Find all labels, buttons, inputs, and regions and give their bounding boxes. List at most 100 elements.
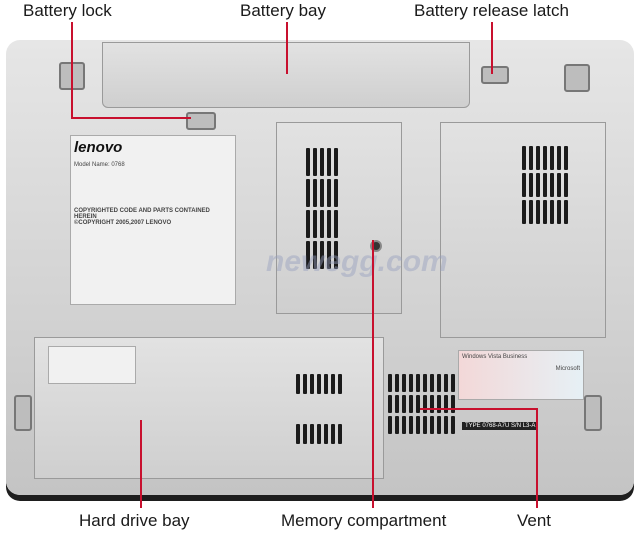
vent-slot xyxy=(416,374,420,392)
vent-slot xyxy=(529,146,533,170)
vent-slot xyxy=(437,416,441,434)
windows-coa-sticker: Windows Vista Business Microsoft xyxy=(458,350,584,400)
label-memory-compartment: Memory compartment xyxy=(281,511,447,530)
vent-slot xyxy=(522,173,526,197)
vent-slot xyxy=(320,210,324,238)
vent-slot xyxy=(306,148,310,176)
vent-slot xyxy=(529,173,533,197)
vent-slot xyxy=(430,374,434,392)
vent-slot xyxy=(416,416,420,434)
right-panel-vent xyxy=(522,146,568,224)
hdd-sticker xyxy=(48,346,136,384)
vent-slot xyxy=(334,241,338,269)
main-vent xyxy=(388,374,455,434)
vent-slot xyxy=(338,424,342,444)
vent-slot xyxy=(543,173,547,197)
vent-slot xyxy=(451,416,455,434)
vent-slot xyxy=(437,374,441,392)
vent-slot xyxy=(522,200,526,224)
pointer-hard-drive-bay xyxy=(140,420,142,508)
vent-slot xyxy=(430,395,434,413)
windows-vendor: Microsoft xyxy=(555,366,580,372)
vent-slot xyxy=(557,146,561,170)
sticker-copyright: COPYRIGHTED CODE AND PARTS CONTAINED HER… xyxy=(74,208,210,220)
vent-slot xyxy=(543,146,547,170)
lenovo-logo: lenovo xyxy=(74,139,123,156)
vent-slot xyxy=(334,148,338,176)
laptop-underside: lenovo Model Name: 0768 COPYRIGHTED CODE… xyxy=(6,40,634,495)
vent-slot xyxy=(313,210,317,238)
vent-slot xyxy=(310,424,314,444)
vent-slot xyxy=(444,395,448,413)
rubber-foot xyxy=(584,395,602,431)
vent-slot xyxy=(303,424,307,444)
label-vent: Vent xyxy=(517,511,552,530)
vent-slot xyxy=(395,374,399,392)
vent-slot xyxy=(306,210,310,238)
vent-slot xyxy=(303,374,307,394)
vent-slot xyxy=(543,200,547,224)
vent-slot xyxy=(564,200,568,224)
vent-slot xyxy=(409,374,413,392)
vent-slot xyxy=(564,173,568,197)
rubber-foot xyxy=(14,395,32,431)
vent-slot xyxy=(557,200,561,224)
vent-slot xyxy=(320,148,324,176)
vent-slot xyxy=(444,416,448,434)
vent-slot xyxy=(327,210,331,238)
vent-slot xyxy=(550,200,554,224)
vent-slot xyxy=(388,374,392,392)
vent-slot xyxy=(327,148,331,176)
vent-slot xyxy=(564,146,568,170)
vent-slot xyxy=(296,424,300,444)
vent-slot xyxy=(550,146,554,170)
memory-compartment-panel xyxy=(276,122,402,314)
vent-slot xyxy=(430,416,434,434)
vent-slot xyxy=(437,395,441,413)
vent-slot xyxy=(402,416,406,434)
vent-slot xyxy=(324,424,328,444)
vent-slot xyxy=(313,241,317,269)
vent-slot xyxy=(388,395,392,413)
vent-slot xyxy=(557,173,561,197)
label-hard-drive-bay: Hard drive bay xyxy=(79,511,190,530)
newegg-watermark: newegg.com xyxy=(266,245,448,278)
label-battery-bay: Battery bay xyxy=(240,1,326,20)
vent-slot xyxy=(409,416,413,434)
vent-slot xyxy=(313,179,317,207)
pointer-battery-release-latch xyxy=(491,22,493,74)
battery-lock-switch[interactable] xyxy=(186,112,216,130)
pointer-battery-lock xyxy=(71,22,73,117)
vent-slot xyxy=(334,179,338,207)
vent-slot xyxy=(402,374,406,392)
vent-slot xyxy=(536,200,540,224)
hdd-vent xyxy=(296,374,342,444)
vent-slot xyxy=(306,241,310,269)
vent-slot xyxy=(331,374,335,394)
vent-slot xyxy=(529,200,533,224)
vent-slot xyxy=(536,173,540,197)
vent-slot xyxy=(310,374,314,394)
battery-release-latch-switch[interactable] xyxy=(481,66,509,84)
pointer-vent-h xyxy=(420,408,537,410)
vent-slot xyxy=(317,374,321,394)
label-battery-release-latch: Battery release latch xyxy=(414,1,569,20)
vent-slot xyxy=(327,241,331,269)
vent-slot xyxy=(334,210,338,238)
vent-slot xyxy=(338,374,342,394)
pointer-battery-bay xyxy=(286,22,288,74)
vent-slot xyxy=(395,395,399,413)
vent-slot xyxy=(317,424,321,444)
type-label: TYPE 0768-A7U S/N L3-A xyxy=(462,422,539,430)
vent-slot xyxy=(306,179,310,207)
vent-slot xyxy=(395,416,399,434)
vent-slot xyxy=(327,179,331,207)
vent-slot xyxy=(423,416,427,434)
vent-slot xyxy=(409,395,413,413)
vent-slot xyxy=(296,374,300,394)
vent-slot xyxy=(331,424,335,444)
memory-vent xyxy=(306,148,338,269)
vent-slot xyxy=(320,179,324,207)
label-battery-lock: Battery lock xyxy=(23,1,112,20)
regulatory-sticker: lenovo Model Name: 0768 COPYRIGHTED CODE… xyxy=(70,135,236,305)
